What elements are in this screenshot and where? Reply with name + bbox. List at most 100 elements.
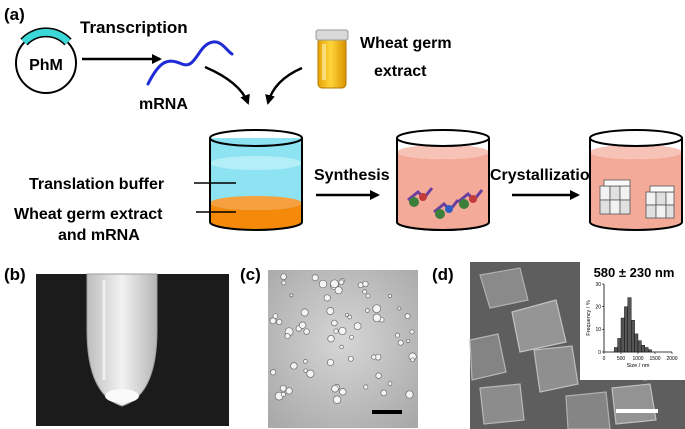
particle <box>387 293 392 298</box>
particle <box>280 391 286 397</box>
particle <box>338 326 347 336</box>
hist-bar <box>637 340 642 353</box>
hist-xtick-label: 2000 <box>666 356 677 362</box>
micrograph <box>268 270 418 428</box>
particle <box>372 313 382 323</box>
hist-bar <box>644 347 649 353</box>
scale-bar-c <box>372 410 402 414</box>
particle <box>289 293 294 298</box>
plasmid-icon <box>15 27 77 94</box>
hist-ylabel: Frequency / % <box>586 300 592 336</box>
hist-bar <box>631 320 635 353</box>
bottom-label-1: Wheat germ extract <box>14 206 163 223</box>
hist-ytick-label: 10 <box>595 327 601 333</box>
particle <box>269 317 277 325</box>
particle <box>397 306 402 311</box>
particle <box>279 384 287 392</box>
particle <box>339 344 344 350</box>
particle <box>365 293 371 299</box>
particle <box>349 334 354 340</box>
particle <box>395 332 400 338</box>
particle <box>331 384 339 393</box>
particle <box>281 280 287 286</box>
particle <box>362 280 369 288</box>
panel-a-label: (a) <box>4 5 25 24</box>
extract-jar-icon <box>315 29 349 89</box>
extract-label-1: Wheat germ <box>360 35 452 52</box>
particle <box>339 388 347 396</box>
particle <box>303 368 308 373</box>
particle <box>347 355 354 362</box>
particle <box>362 289 368 295</box>
particle <box>318 279 328 289</box>
hist-bar <box>620 317 625 353</box>
particle <box>298 321 307 329</box>
transcription-label: Transcription <box>80 18 188 37</box>
panel-d-label: (d) <box>432 265 454 284</box>
particle <box>375 372 382 379</box>
particle <box>284 333 291 340</box>
bottom-label-2: and mRNA <box>58 227 140 244</box>
panel-c-label: (c) <box>240 265 261 284</box>
particle <box>327 335 335 343</box>
particle <box>326 307 335 315</box>
hist-bar <box>617 338 622 353</box>
particle <box>371 354 377 360</box>
particle <box>311 274 319 282</box>
particle <box>300 308 309 317</box>
extract-to-beaker-arrow <box>265 66 303 105</box>
particle <box>323 294 331 302</box>
particle <box>303 328 310 335</box>
beaker-synthesis-icon <box>396 129 490 231</box>
hist-xtick-label: 0 <box>603 356 606 362</box>
particle <box>280 273 287 280</box>
beaker-translation-icon <box>209 129 303 231</box>
plasmid-label: PhM <box>29 57 63 74</box>
particle <box>270 369 277 376</box>
mrna-label: mRNA <box>139 96 188 113</box>
crystallization-label: Crystallization <box>490 167 599 184</box>
particle <box>344 312 349 317</box>
scale-bar-d <box>616 409 658 413</box>
hist-xtick-label: 500 <box>617 356 626 362</box>
particle <box>397 339 404 346</box>
particle <box>409 329 415 335</box>
hist-bar <box>627 297 632 353</box>
particle <box>303 359 308 364</box>
mrna-strand-icon <box>146 40 234 86</box>
size-label: 580 ± 230 nm <box>594 265 675 280</box>
particle <box>363 384 369 390</box>
particle <box>406 338 411 343</box>
hist-bar <box>614 347 618 353</box>
hist-ytick-label: 0 <box>598 350 601 356</box>
particle <box>285 387 293 395</box>
particle <box>330 279 339 289</box>
extract-label-2: extract <box>374 63 427 80</box>
synthesis-label: Synthesis <box>314 167 390 184</box>
crystal-cluster-icon <box>599 179 675 219</box>
hist-xtick-label: 1500 <box>649 356 660 362</box>
particle <box>365 308 370 313</box>
particle <box>332 395 342 404</box>
particle <box>404 313 411 320</box>
panel-b-label: (b) <box>4 265 26 284</box>
particle <box>353 322 362 331</box>
particle <box>380 389 388 397</box>
hist-ytick-label: 30 <box>595 282 601 288</box>
particle <box>347 314 352 320</box>
hist-ytick-label: 20 <box>595 304 601 310</box>
particle <box>405 390 414 399</box>
mrna-to-beaker-arrow <box>204 65 250 105</box>
particle <box>334 286 343 295</box>
hist-xtick-label: 1000 <box>632 356 643 362</box>
hist-bar <box>634 333 639 353</box>
particle <box>333 328 339 334</box>
particle <box>306 369 315 378</box>
tube-photo <box>36 273 229 426</box>
hist-bar <box>641 345 646 353</box>
particle <box>276 318 283 326</box>
particle <box>387 381 393 386</box>
particle <box>326 358 335 367</box>
